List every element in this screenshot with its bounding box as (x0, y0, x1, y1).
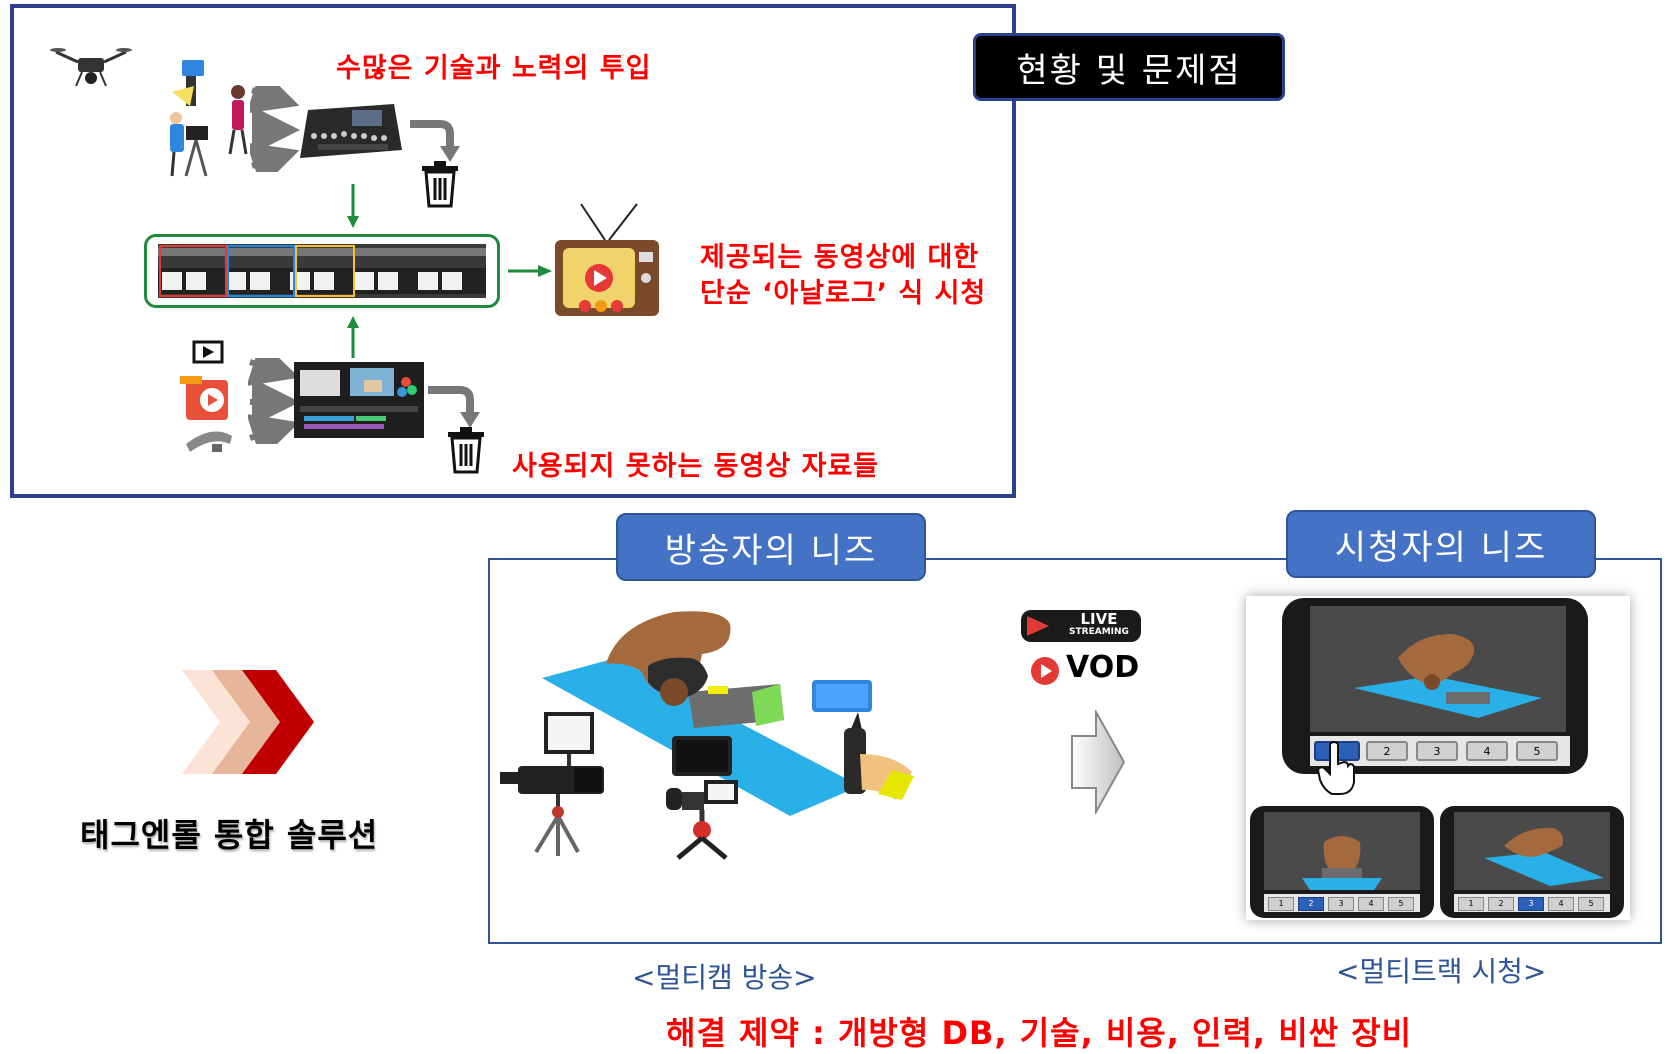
small-right-button-2[interactable]: 2 (1488, 897, 1514, 911)
track-button-4[interactable]: 4 (1466, 741, 1508, 761)
retro-tv-icon (555, 203, 659, 316)
trash-bottom-icon (448, 427, 484, 474)
viewer-needs-tab: 시청자의 니즈 (1286, 510, 1596, 578)
small-phone-left: 1 2 3 4 5 (1250, 806, 1434, 918)
small-phone-left-screen (1264, 812, 1420, 890)
down-arrow-icon (347, 184, 359, 228)
live-streaming-badge: LIVE STREAMING (1021, 610, 1141, 642)
small-right-button-4[interactable]: 4 (1548, 897, 1574, 911)
constraint-text: 해결 제약 : 개방형 DB, 기술, 비용, 인력, 비싼 장비 (666, 1014, 1413, 1052)
main-phone-screen (1310, 606, 1566, 732)
small-left-button-1[interactable]: 1 (1268, 897, 1294, 911)
small-left-button-2[interactable]: 2 (1298, 897, 1324, 911)
small-right-track-buttons: 1 2 3 4 5 (1454, 894, 1610, 912)
timeline-strip-icon (158, 244, 486, 298)
track-button-4-label: 4 (1483, 744, 1491, 758)
small-left-button-5[interactable]: 5 (1388, 897, 1414, 911)
solution-label: 태그엔롤 통합 솔루션 (80, 816, 379, 854)
track-button-2-label: 2 (1383, 744, 1391, 758)
track-button-2[interactable]: 2 (1366, 741, 1408, 761)
yoga-video-front (1302, 836, 1382, 890)
small-right-button-5[interactable]: 5 (1578, 897, 1604, 911)
track-button-3[interactable]: 3 (1416, 741, 1458, 761)
pointer-hand-icon (1316, 741, 1355, 795)
media-files-icon (180, 340, 232, 452)
track-button-5[interactable]: 5 (1516, 741, 1558, 761)
gimbal-camera (812, 680, 914, 800)
track-button-3-label: 3 (1433, 744, 1441, 758)
right-arrow-icon (508, 265, 552, 277)
editing-software-icon (294, 362, 424, 438)
multicam-caption: <멀티캠 방송> (632, 961, 817, 994)
main-track-buttons: 1 2 3 4 5 (1310, 736, 1570, 766)
chevrons-icon (182, 670, 314, 774)
play-icon (1027, 616, 1049, 636)
small-right-button-1[interactable]: 1 (1458, 897, 1484, 911)
small-phone-right-screen (1454, 812, 1610, 890)
discard-arrow-icon (410, 120, 460, 162)
track-button-5-label: 5 (1533, 744, 1541, 758)
input-arrows-icon (250, 86, 300, 172)
drone-icon (50, 48, 132, 87)
small-left-track-buttons: 1 2 3 4 5 (1264, 894, 1420, 912)
analog-viewing-text: 제공되는 동영상에 대한 단순 ‘아날로그’ 식 시청 (700, 240, 986, 312)
yoga-video-main (1354, 634, 1542, 718)
status-label: 현황 및 문제점 (973, 33, 1285, 101)
ring-light-camera (500, 712, 604, 856)
up-arrow-icon (347, 316, 359, 358)
vod-label: VOD (1066, 650, 1140, 685)
effort-text: 수많은 기술과 노력의 투입 (336, 53, 652, 84)
analog-viewing-line1: 제공되는 동영상에 대한 (700, 242, 980, 273)
vod-play-icon (1031, 657, 1059, 685)
small-left-button-4[interactable]: 4 (1358, 897, 1384, 911)
yoga-video-side (1484, 827, 1604, 886)
small-right-button-3[interactable]: 3 (1518, 897, 1544, 911)
video-switcher-icon (300, 104, 402, 158)
phone-tripod-camera (666, 736, 738, 860)
small-left-button-3[interactable]: 3 (1328, 897, 1354, 911)
flow-arrow-icon (1071, 710, 1126, 814)
camera-operators-icon (170, 60, 248, 177)
input-arrows-bottom-icon (248, 358, 300, 444)
analog-viewing-line2: 단순 ‘아날로그’ 식 시청 (700, 278, 987, 309)
live-label: LIVE (1080, 610, 1118, 628)
broadcaster-needs-tab: 방송자의 니즈 (616, 513, 926, 581)
trash-icon (422, 161, 458, 208)
multicam-yoga-scene (500, 611, 914, 860)
small-phone-right: 1 2 3 4 5 (1440, 806, 1624, 918)
streaming-label: STREAMING (1069, 627, 1129, 637)
unused-videos-text: 사용되지 못하는 동영상 자료들 (512, 451, 880, 482)
discard-arrow-bottom-icon (428, 386, 480, 428)
multitrack-caption: <멀티트랙 시청> (1336, 955, 1547, 988)
